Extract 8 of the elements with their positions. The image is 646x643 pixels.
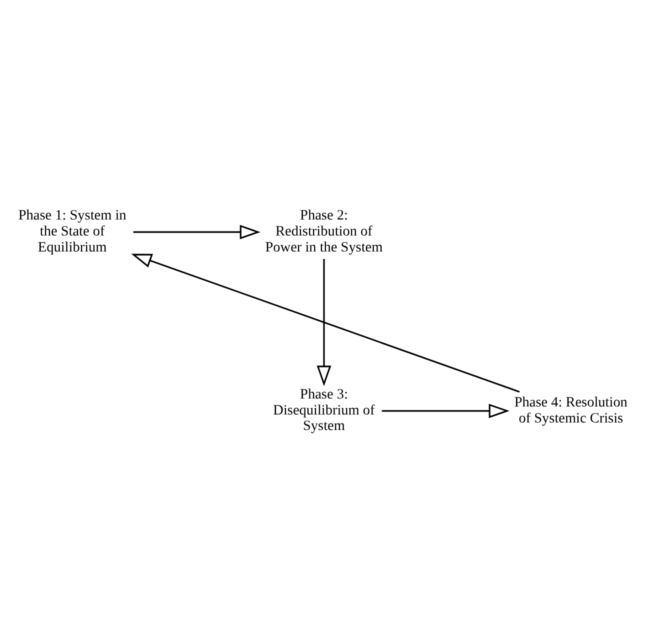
node-text: Phase 4: Resolution of Systemic Crisis <box>514 394 628 426</box>
arrow <box>316 259 332 386</box>
arrow <box>133 224 260 240</box>
node-text: Phase 1: System in the State of Equilibrium <box>18 208 126 256</box>
node-text: Phase 3: Disequilibrium of System <box>273 386 375 434</box>
arrow <box>131 254 520 393</box>
arrow <box>382 404 510 418</box>
node-text: Phase 2: Redistribution of Power in the System <box>265 208 383 256</box>
